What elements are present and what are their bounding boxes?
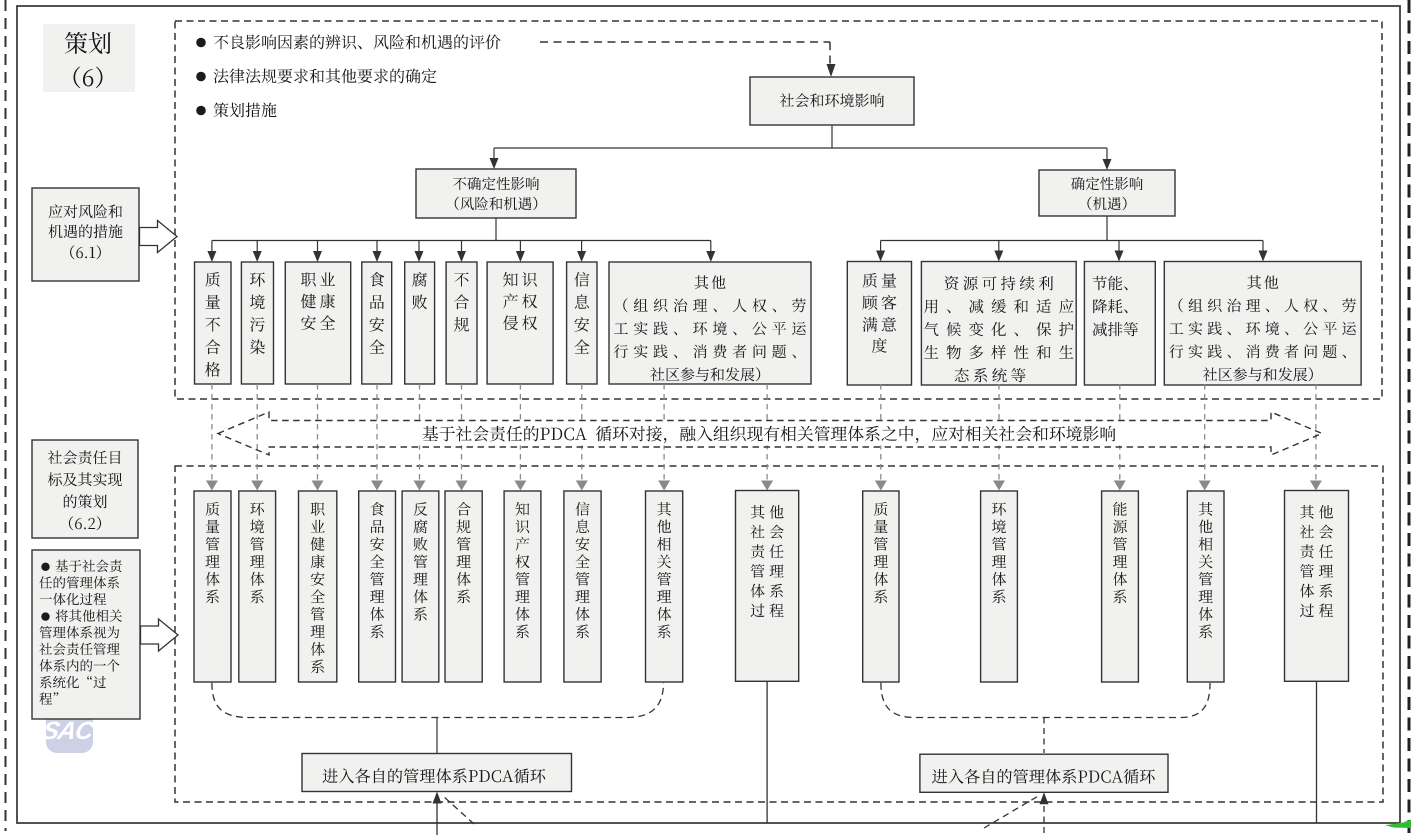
- svg-text:SAC: SAC: [40, 717, 97, 745]
